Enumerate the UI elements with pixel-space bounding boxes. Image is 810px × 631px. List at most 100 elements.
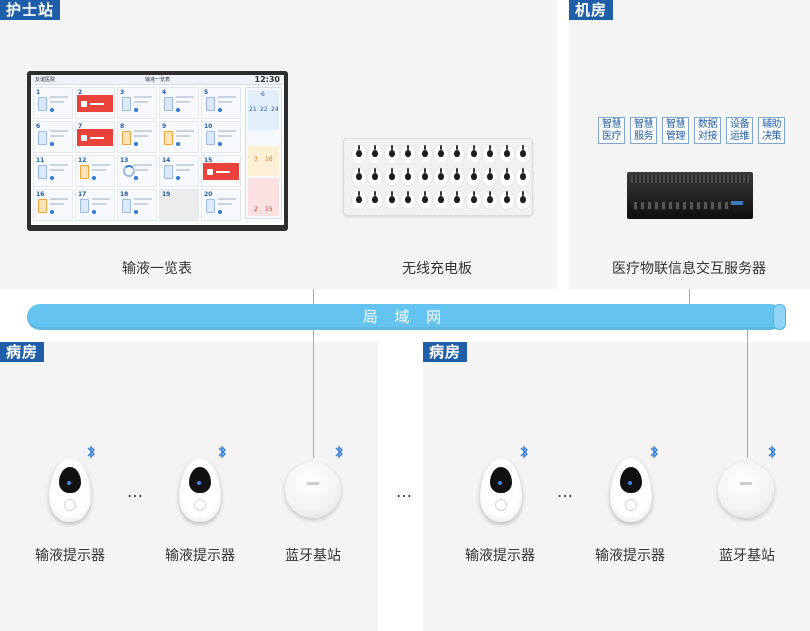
charging-slot <box>352 191 366 209</box>
info-line <box>92 164 110 166</box>
bed-number: 4 <box>162 89 167 96</box>
charging-slot <box>434 168 448 186</box>
bed-cell: 10 <box>201 121 241 153</box>
infusion-bottle-icon <box>38 97 47 111</box>
bluetooth-icon <box>218 445 226 459</box>
charging-slot <box>352 145 366 163</box>
infusion-bottle-icon <box>206 131 215 145</box>
drive-bay <box>696 201 701 210</box>
ellipsis: … <box>396 482 414 501</box>
charging-slot <box>368 168 383 186</box>
info-line <box>134 164 152 166</box>
alarm-banner <box>203 163 239 180</box>
infusion-bottle-icon <box>206 97 215 111</box>
info-line <box>134 198 152 200</box>
function-tag: 设备运维 <box>726 117 753 144</box>
status-dot <box>50 210 54 214</box>
bed-number: 12 <box>78 157 87 164</box>
lan-label: 局 域 网 <box>362 308 448 326</box>
function-tag-text: 设备 <box>730 119 750 130</box>
infusion-bottle-icon <box>122 131 131 145</box>
bluetooth-icon <box>87 445 95 459</box>
function-tag-text: 智慧 <box>634 119 654 130</box>
charging-slot <box>499 191 514 209</box>
bed-number: 18 <box>120 191 129 198</box>
bed-cell: 17 <box>75 189 115 221</box>
charging-slot <box>384 145 399 163</box>
status-dot <box>50 142 54 146</box>
status-dot <box>50 108 54 112</box>
drive-bay <box>668 201 673 210</box>
function-tag-text: 数据 <box>698 119 718 130</box>
status-dot <box>176 142 180 146</box>
info-line <box>92 169 106 171</box>
bed-cell: 7 <box>75 121 115 153</box>
info-line <box>92 203 106 205</box>
status-dot <box>134 108 138 112</box>
info-line <box>218 101 232 103</box>
indicator-screen <box>620 467 642 493</box>
bed-cell: 1 <box>33 87 73 119</box>
charging-slot <box>450 191 465 209</box>
charging-slot <box>499 168 514 186</box>
charging-slot <box>450 145 465 163</box>
function-tag: 智慧服务 <box>630 117 657 144</box>
iot-server <box>627 172 753 219</box>
charging-slot <box>483 168 498 186</box>
indicator-caption: 输液提示器 <box>35 548 105 564</box>
drive-bay <box>647 201 652 210</box>
charging-slot <box>466 145 481 163</box>
charging-slot <box>417 191 432 209</box>
indicator-caption: 输液提示器 <box>595 548 665 564</box>
server-vent <box>631 175 749 183</box>
info-line <box>50 164 68 166</box>
info-line <box>134 203 148 205</box>
status-dot <box>176 176 180 180</box>
bluetooth-base-station <box>285 462 341 518</box>
drive-bay <box>710 201 715 210</box>
charging-slot <box>352 168 366 186</box>
info-line <box>134 135 148 137</box>
bed-cell: 20 <box>201 189 241 221</box>
infusion-bottle-icon <box>38 199 47 213</box>
charging-slot <box>384 168 399 186</box>
indicator-button <box>625 499 637 511</box>
bed-number: 16 <box>36 191 45 198</box>
bed-number: 9 <box>162 123 167 130</box>
bed-cell: 9 <box>159 121 199 153</box>
infusion-indicator-device <box>610 458 652 522</box>
wireless-charging-board <box>343 138 533 216</box>
machine-room-zone: 机房 <box>569 0 810 289</box>
alarm-banner <box>77 129 113 146</box>
status-dot <box>50 176 54 180</box>
alarm-banner <box>77 95 113 112</box>
function-tag-text: 智慧 <box>602 119 622 130</box>
drive-bay <box>661 201 666 210</box>
bed-number: 5 <box>204 89 209 96</box>
scale-band-blue <box>248 90 279 130</box>
bed-cell: 15 <box>201 155 241 187</box>
bed-number: 20 <box>204 191 213 198</box>
charging-slot <box>466 168 481 186</box>
server-status-led <box>731 201 743 205</box>
lan-pipe-end <box>773 304 786 330</box>
drive-bay <box>689 201 694 210</box>
alarm-text-bar <box>90 137 104 139</box>
bluetooth-icon <box>768 445 776 459</box>
status-dot <box>134 142 138 146</box>
charging-slot <box>483 191 498 209</box>
charging-slot <box>434 145 448 163</box>
bluetooth-icon <box>520 445 528 459</box>
drive-bay <box>682 201 687 210</box>
info-line <box>50 101 64 103</box>
bed-cell: 11 <box>33 155 73 187</box>
info-line <box>134 96 152 98</box>
scale-number: 3 <box>254 156 258 163</box>
bed-number: 7 <box>78 123 83 130</box>
charging-slot <box>483 145 498 163</box>
scale-number: 24 <box>271 106 279 113</box>
bluetooth-base-station <box>718 462 774 518</box>
infusion-bottle-icon <box>38 131 47 145</box>
indicator-screen <box>189 467 211 493</box>
